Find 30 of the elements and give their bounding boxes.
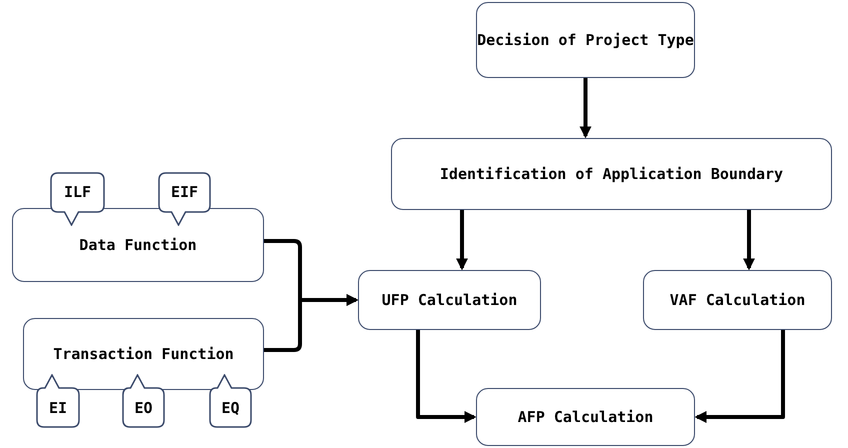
callout-label: EIF (170, 182, 198, 203)
callout-label: EI (48, 398, 68, 419)
box-label: Data Function (79, 236, 197, 254)
arrow (456, 210, 468, 270)
box-label: Transaction Function (53, 344, 234, 364)
box-label: AFP Calculation (518, 408, 654, 426)
box-label: UFP Calculation (382, 290, 518, 310)
callout-label: ILF (64, 182, 92, 203)
arrow (694, 330, 785, 423)
arrow (264, 294, 358, 352)
callout-label: EO (134, 398, 153, 419)
process-box (23, 318, 264, 390)
process-box (476, 2, 695, 78)
callout-bubble (122, 374, 165, 428)
process-box (391, 138, 832, 210)
callout-bubble (158, 172, 211, 226)
arrow (580, 78, 592, 138)
arrow (743, 210, 755, 270)
box-label: VAF Calculation (670, 290, 806, 310)
arrow (416, 330, 476, 423)
callout-bubble (209, 374, 252, 428)
box-label: Identification of Application Boundary (440, 164, 784, 184)
process-box (476, 388, 695, 446)
box-label: Decision of Project Type (477, 30, 694, 50)
callout-bubble (36, 374, 80, 428)
process-box (358, 270, 541, 330)
callout-bubble (50, 172, 105, 226)
process-box (643, 270, 832, 330)
callout-label: EQ (221, 398, 240, 419)
process-box (12, 208, 264, 282)
